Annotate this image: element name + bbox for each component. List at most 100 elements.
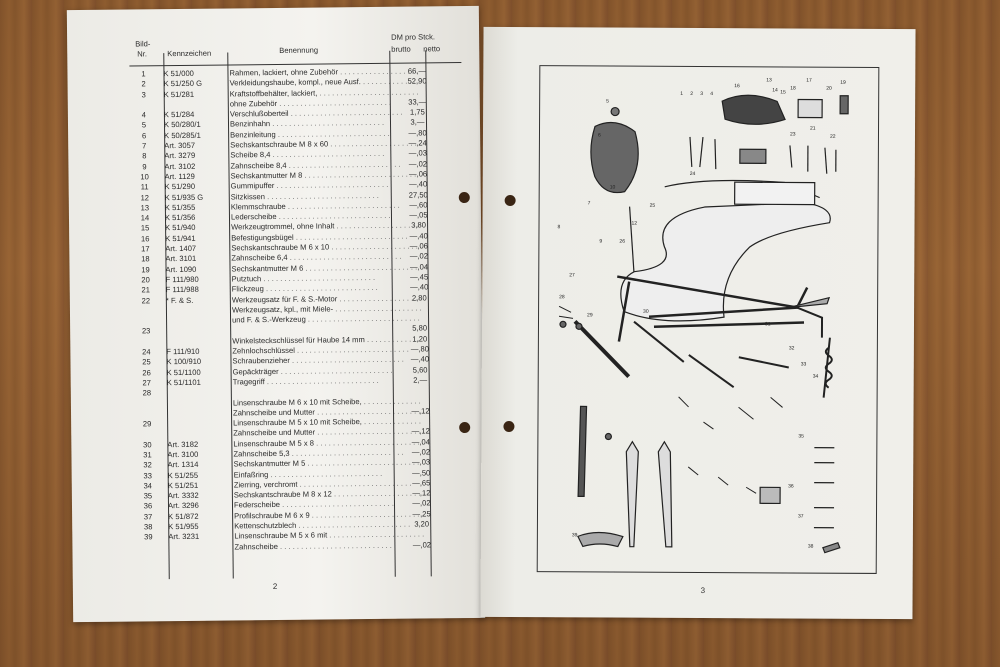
diagram-callout: 14 bbox=[772, 87, 778, 93]
diagram-callout: 25 bbox=[650, 203, 656, 209]
part-number: 12 bbox=[140, 192, 150, 202]
part-description: Zahnscheibe bbox=[234, 540, 424, 552]
part-number: 18 bbox=[141, 254, 150, 264]
diagram-callout: 10 bbox=[610, 185, 616, 191]
diagram-callout: 16 bbox=[734, 83, 740, 89]
part-code: F 111/988 bbox=[165, 285, 199, 295]
part-code: * F. & S. bbox=[165, 295, 194, 305]
part-price: —,12 bbox=[411, 426, 430, 436]
part-code: K 51/356 bbox=[164, 212, 196, 223]
part-number: 14 bbox=[140, 213, 150, 223]
part-code bbox=[164, 99, 224, 100]
part-code: Art. 3100 bbox=[167, 449, 199, 460]
diagram-callout: 37 bbox=[798, 514, 804, 520]
part-code: Art. 1129 bbox=[164, 171, 195, 182]
part-number: 27 bbox=[142, 378, 151, 388]
diagram-callout: 36 bbox=[788, 483, 794, 489]
page-number: 3 bbox=[700, 586, 706, 596]
header-bild: Bild- bbox=[135, 39, 151, 49]
part-price: —,05 bbox=[409, 210, 428, 220]
part-code: K 100/910 bbox=[166, 357, 202, 367]
part-price: —,06 bbox=[408, 169, 428, 179]
part-number: 6 bbox=[141, 131, 147, 141]
part-number: 24 bbox=[142, 347, 151, 357]
part-number: 16 bbox=[140, 234, 150, 244]
diagram-callout: 19 bbox=[840, 80, 846, 86]
diagram-callout: 35 bbox=[798, 434, 804, 440]
part-code bbox=[167, 408, 227, 409]
part-number: 23 bbox=[141, 326, 151, 336]
diagram-callout: 33 bbox=[801, 362, 807, 368]
part-price: —,45 bbox=[409, 272, 429, 282]
part-code: F 111/910 bbox=[166, 346, 200, 357]
part-code bbox=[166, 305, 226, 306]
part-price: —,24 bbox=[408, 138, 427, 148]
part-number: 2 bbox=[141, 79, 146, 89]
diagram-callout: 27 bbox=[569, 272, 575, 278]
header-nr: Nr. bbox=[137, 49, 148, 59]
part-code: K 50/285/1 bbox=[164, 130, 201, 140]
part-code bbox=[168, 542, 228, 543]
diagram-callout: 18 bbox=[790, 85, 796, 91]
part-number: 37 bbox=[143, 512, 153, 522]
part-code: K 51/281 bbox=[163, 89, 195, 99]
part-code: K 51/955 bbox=[168, 521, 199, 532]
part-price: —,12 bbox=[411, 406, 430, 416]
diagram-callout: 15 bbox=[780, 89, 786, 95]
left-page: Bild- Nr. Kennzeichen Benennung DM pro S… bbox=[66, 5, 486, 623]
part-code: K 51/290 bbox=[164, 182, 196, 192]
part-code: K 51/941 bbox=[165, 233, 196, 243]
part-code: K 51/000 bbox=[163, 68, 194, 79]
diagram-callout: 28 bbox=[559, 294, 565, 300]
part-number: 20 bbox=[141, 275, 150, 285]
table-row: Zahnscheibe—,02 bbox=[134, 540, 464, 554]
part-number: 15 bbox=[140, 223, 150, 233]
diagram-callout: 13 bbox=[766, 77, 772, 83]
diagram-callout: 32 bbox=[789, 345, 795, 351]
part-price: —,25 bbox=[412, 509, 431, 519]
part-number: 10 bbox=[140, 172, 149, 182]
punch-hole bbox=[459, 421, 471, 434]
part-code: Art. 3332 bbox=[167, 490, 199, 501]
part-code: Art. 1090 bbox=[165, 264, 197, 274]
part-price: 27,50 bbox=[408, 189, 428, 200]
part-number: 34 bbox=[143, 481, 153, 491]
part-code: K 51/355 bbox=[164, 202, 196, 213]
part-number: 22 bbox=[141, 295, 151, 305]
part-price: —,65 bbox=[412, 478, 431, 488]
part-price: —,04 bbox=[409, 262, 429, 272]
part-price: 3,20 bbox=[414, 519, 430, 529]
part-number: 25 bbox=[142, 357, 151, 367]
part-price: —,02 bbox=[412, 540, 432, 550]
part-code: Art. 3182 bbox=[167, 439, 199, 449]
part-number: 39 bbox=[144, 532, 153, 542]
diagram-callout: 26 bbox=[619, 239, 625, 245]
diagram-callout: 39 bbox=[572, 532, 578, 538]
part-code bbox=[167, 388, 227, 389]
part-price: —,12 bbox=[412, 488, 431, 498]
diagram-callout: 23 bbox=[790, 131, 796, 137]
diagram-callout: 38 bbox=[808, 544, 814, 550]
part-price: —,80 bbox=[408, 128, 427, 138]
part-number: 29 bbox=[142, 419, 152, 429]
part-code bbox=[166, 316, 226, 317]
diagram-callout: 8 bbox=[557, 224, 560, 230]
part-number: 32 bbox=[143, 460, 152, 470]
part-number: 33 bbox=[143, 470, 152, 480]
diagram-callout: 34 bbox=[813, 374, 819, 380]
header-dm: DM pro Stck. bbox=[391, 32, 436, 42]
part-code: K 51/251 bbox=[167, 480, 199, 491]
part-price: 1,75 bbox=[409, 107, 425, 117]
part-code: K 51/935 G bbox=[164, 192, 204, 202]
part-price: 33,— bbox=[408, 97, 427, 107]
part-code: K 51/1101 bbox=[166, 377, 201, 388]
part-code: Art. 3296 bbox=[167, 501, 199, 511]
part-price: 3,80 bbox=[411, 220, 427, 231]
header-benennung: Benennung bbox=[279, 45, 319, 55]
header-kennzeichen: Kennzeichen bbox=[167, 48, 212, 59]
header-brutto: brutto bbox=[391, 44, 411, 54]
part-number: 11 bbox=[140, 182, 149, 192]
part-price: 2,80 bbox=[411, 292, 427, 303]
